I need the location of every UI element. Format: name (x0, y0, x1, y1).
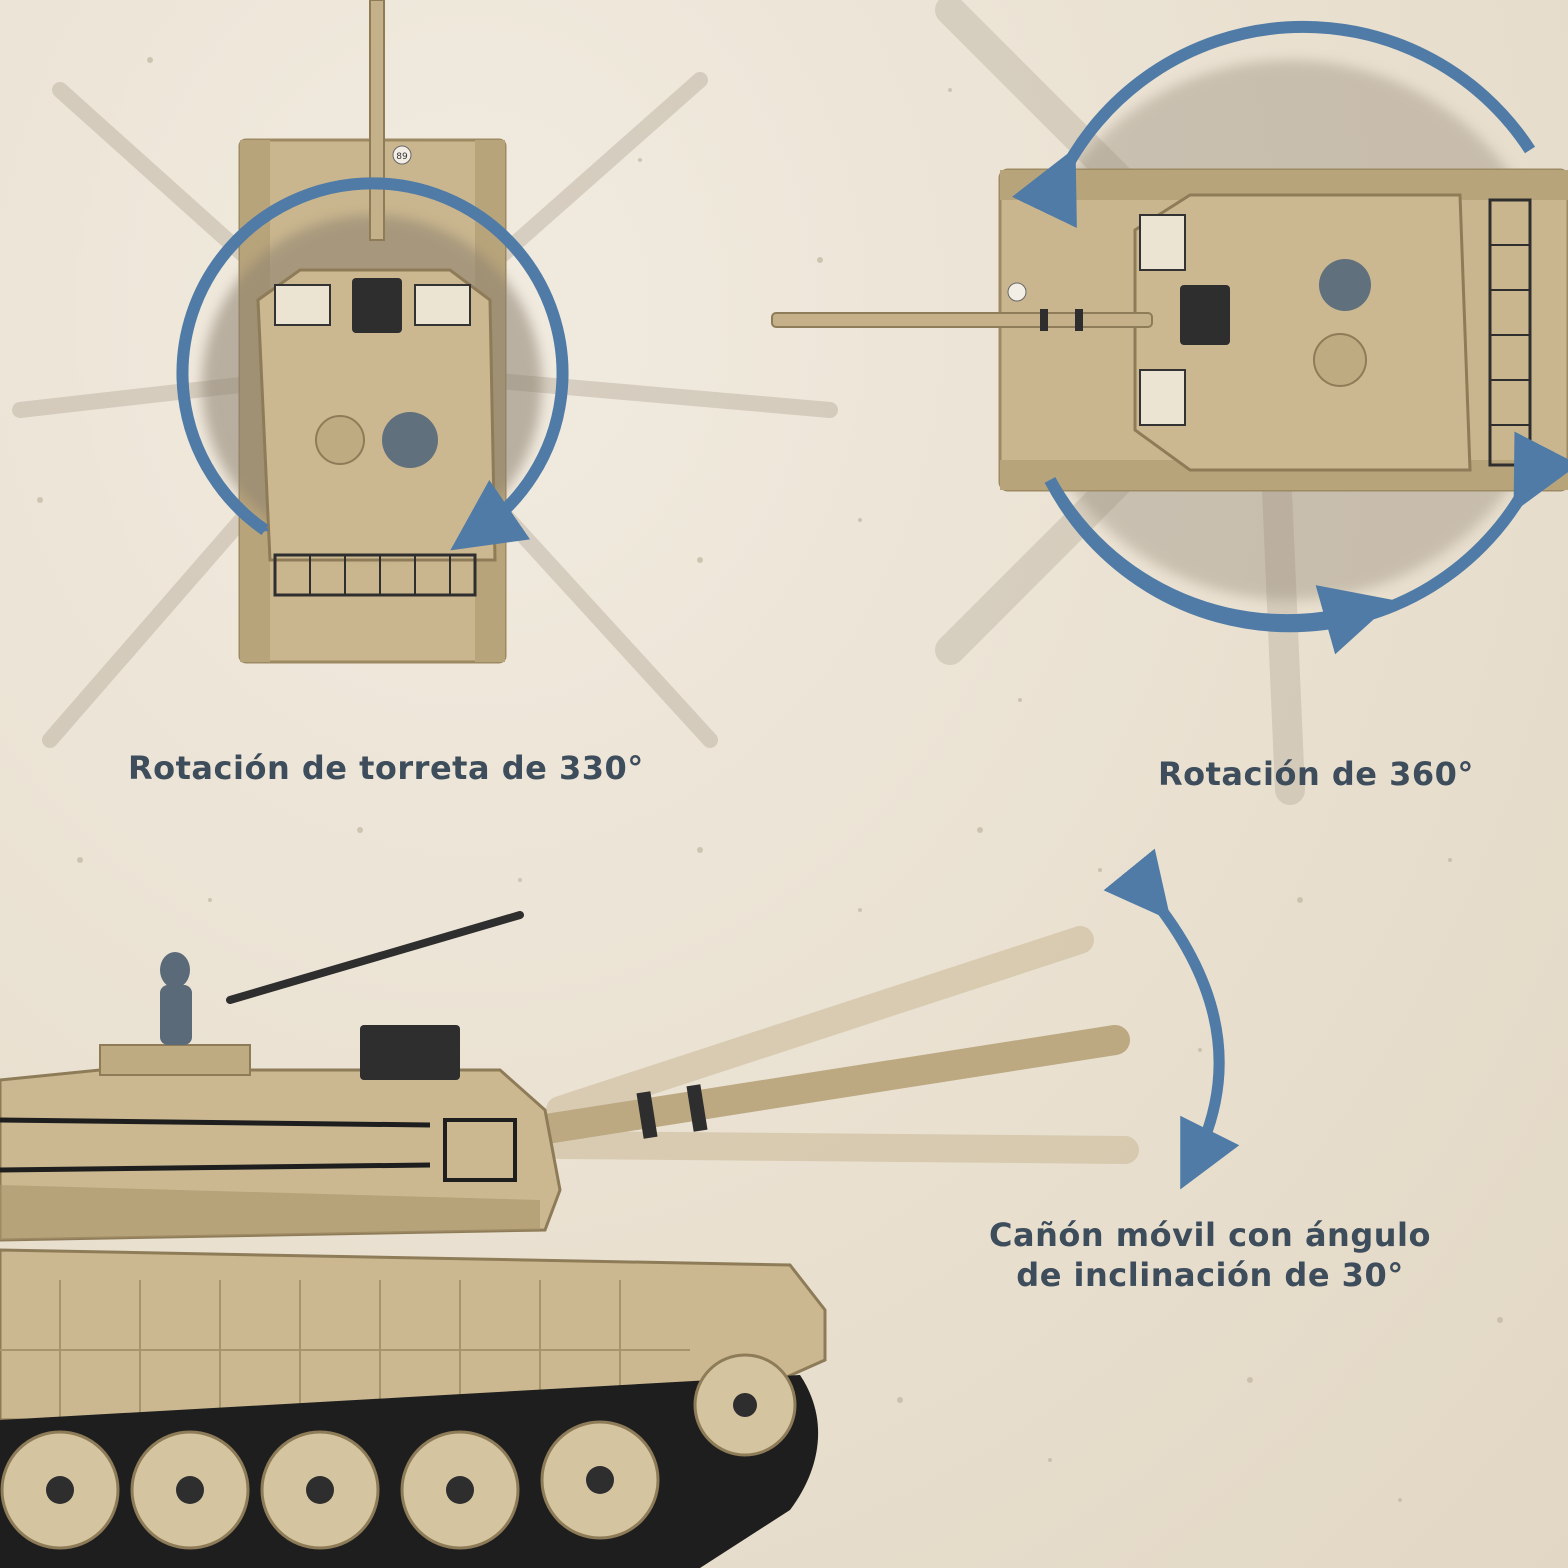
tilt-arrow (1103, 848, 1240, 1190)
cannon-tilt-caption-line2: de inclinación de 30° (1016, 1256, 1404, 1294)
main-barrel (771, 312, 1153, 328)
cannon-tilt-caption-line1: Cañón móvil con ángulo (989, 1216, 1431, 1254)
cannon-tilt-view (0, 848, 1240, 1568)
turret-rotation-view: 89 (12, 0, 838, 748)
rotation-arrow-330 (176, 177, 569, 551)
hull-rotation-view (771, 0, 1568, 805)
hull-number: 89 (396, 152, 408, 162)
turret-top (1133, 193, 1472, 472)
turret-rotation-caption: Rotación de torreta de 330° (128, 749, 644, 787)
road-wheels (0, 1353, 797, 1550)
cannon-ghost-down (546, 1131, 1139, 1164)
main-barrel (369, 0, 385, 241)
cannon-tilt-caption: Cañón móvil con ángulo de inclinación de… (960, 1215, 1460, 1295)
full-rotation-caption: Rotación de 360° (1158, 755, 1474, 793)
main-barrel (525, 1025, 1130, 1145)
turret-top (256, 268, 497, 562)
commander-figure (160, 952, 190, 988)
cannon-ghost-up (546, 926, 1094, 1124)
rotation-arrow-360-top (1011, 20, 1536, 229)
machine-gun (226, 911, 524, 1004)
tank-hull-side (0, 1248, 827, 1422)
